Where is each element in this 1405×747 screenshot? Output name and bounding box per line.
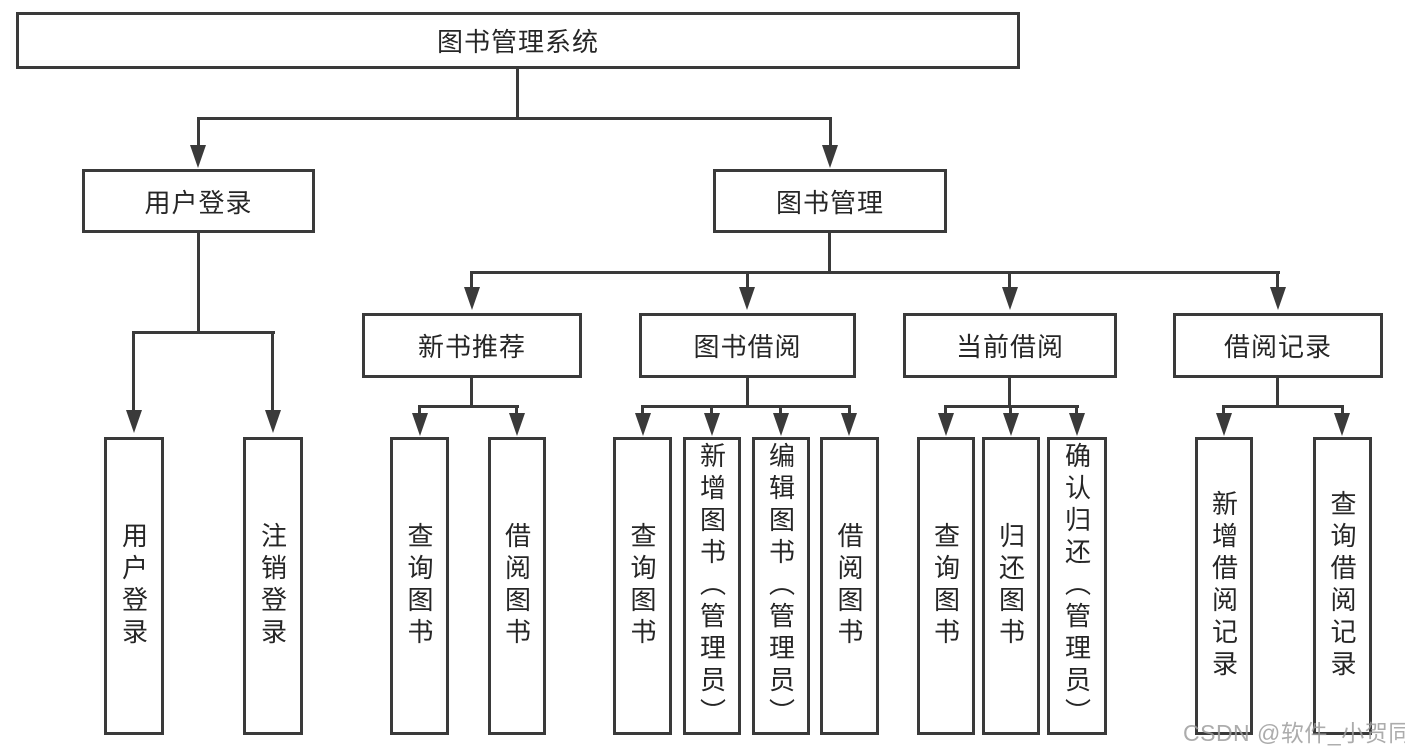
arrow-down-icon (509, 413, 525, 436)
connector-drop-user-login (197, 120, 200, 146)
arrow-down-icon (938, 413, 954, 436)
csdn-watermark: CSDN @软件_小贺同学 (1183, 720, 1405, 746)
node-user-login: 用户登录 (82, 169, 315, 233)
connector-drop-leaf-user-login (132, 334, 135, 410)
connector-book-borrow-branch (641, 405, 851, 408)
leaf-borrow-books: 借阅图书 (820, 437, 879, 735)
node-borrow-records: 借阅记录 (1173, 313, 1383, 378)
connector-new-book-stem (470, 378, 473, 408)
arrow-down-icon (464, 287, 480, 310)
connector-drop (848, 408, 851, 415)
arrow-down-icon (822, 145, 838, 168)
leaf-edit-books-admin: 编辑图书（管理员） (752, 437, 810, 735)
connector-drop (779, 408, 782, 415)
connector-root-stem (516, 69, 519, 118)
connector-borrow-records-branch (1222, 405, 1344, 408)
connector-root-branch (197, 117, 832, 120)
node-library-management-system: 图书管理系统 (16, 12, 1020, 69)
arrow-down-icon (1334, 413, 1350, 436)
leaf-confirm-return-admin: 确认归还（管理员） (1047, 437, 1107, 735)
connector-drop-borrow-records (1276, 274, 1279, 288)
leaf-logout-login: 注销登录 (243, 437, 303, 735)
leaf-add-borrow-record: 新增借阅记录 (1195, 437, 1253, 735)
connector-drop (944, 408, 947, 415)
connector-drop (1222, 408, 1225, 415)
leaf-query-borrow-record: 查询借阅记录 (1313, 437, 1372, 735)
leaf-query-books-recommend: 查询图书 (390, 437, 449, 735)
connector-book-management-stem (828, 233, 831, 274)
arrow-down-icon (126, 410, 142, 433)
arrow-down-icon (1069, 413, 1085, 436)
connector-book-borrow-stem (746, 378, 749, 408)
arrow-down-icon (1002, 287, 1018, 310)
arrow-down-icon (265, 410, 281, 433)
connector-user-login-stem (197, 233, 200, 334)
connector-drop (1341, 408, 1344, 415)
leaf-borrow-books-recommend: 借阅图书 (488, 437, 546, 735)
arrow-down-icon (841, 413, 857, 436)
arrow-down-icon (635, 413, 651, 436)
connector-drop-current-borrow (1008, 274, 1011, 288)
connector-drop-book-borrow (746, 274, 749, 288)
arrow-down-icon (704, 413, 720, 436)
leaf-user-login: 用户登录 (104, 437, 164, 735)
connector-drop (418, 408, 421, 415)
node-book-borrow: 图书借阅 (639, 313, 856, 378)
connector-drop (641, 408, 644, 415)
connector-new-book-branch (418, 405, 519, 408)
node-book-management: 图书管理 (713, 169, 947, 233)
connector-current-borrow-stem (1008, 378, 1011, 408)
arrow-down-icon (1216, 413, 1232, 436)
arrow-down-icon (1270, 287, 1286, 310)
leaf-query-books-borrow: 查询图书 (613, 437, 672, 735)
arrow-down-icon (412, 413, 428, 436)
connector-user-login-branch (132, 331, 275, 334)
arrow-down-icon (739, 287, 755, 310)
leaf-add-books-admin: 新增图书（管理员） (683, 437, 741, 735)
connector-drop (1075, 408, 1078, 415)
connector-drop (710, 408, 713, 415)
connector-current-borrow-branch (944, 405, 1079, 408)
connector-drop (515, 408, 518, 415)
connector-drop-leaf-logout (271, 334, 274, 410)
leaf-query-books-current: 查询图书 (917, 437, 975, 735)
arrow-down-icon (1003, 413, 1019, 436)
connector-drop (1009, 408, 1012, 415)
arrow-down-icon (773, 413, 789, 436)
arrow-down-icon (190, 145, 206, 168)
connector-drop-book-management (829, 120, 832, 146)
connector-drop-new-book (470, 274, 473, 288)
leaf-return-books: 归还图书 (982, 437, 1040, 735)
connector-book-management-branch (470, 271, 1280, 274)
node-new-book-recommend: 新书推荐 (362, 313, 582, 378)
node-current-borrow: 当前借阅 (903, 313, 1117, 378)
connector-borrow-records-stem (1276, 378, 1279, 408)
